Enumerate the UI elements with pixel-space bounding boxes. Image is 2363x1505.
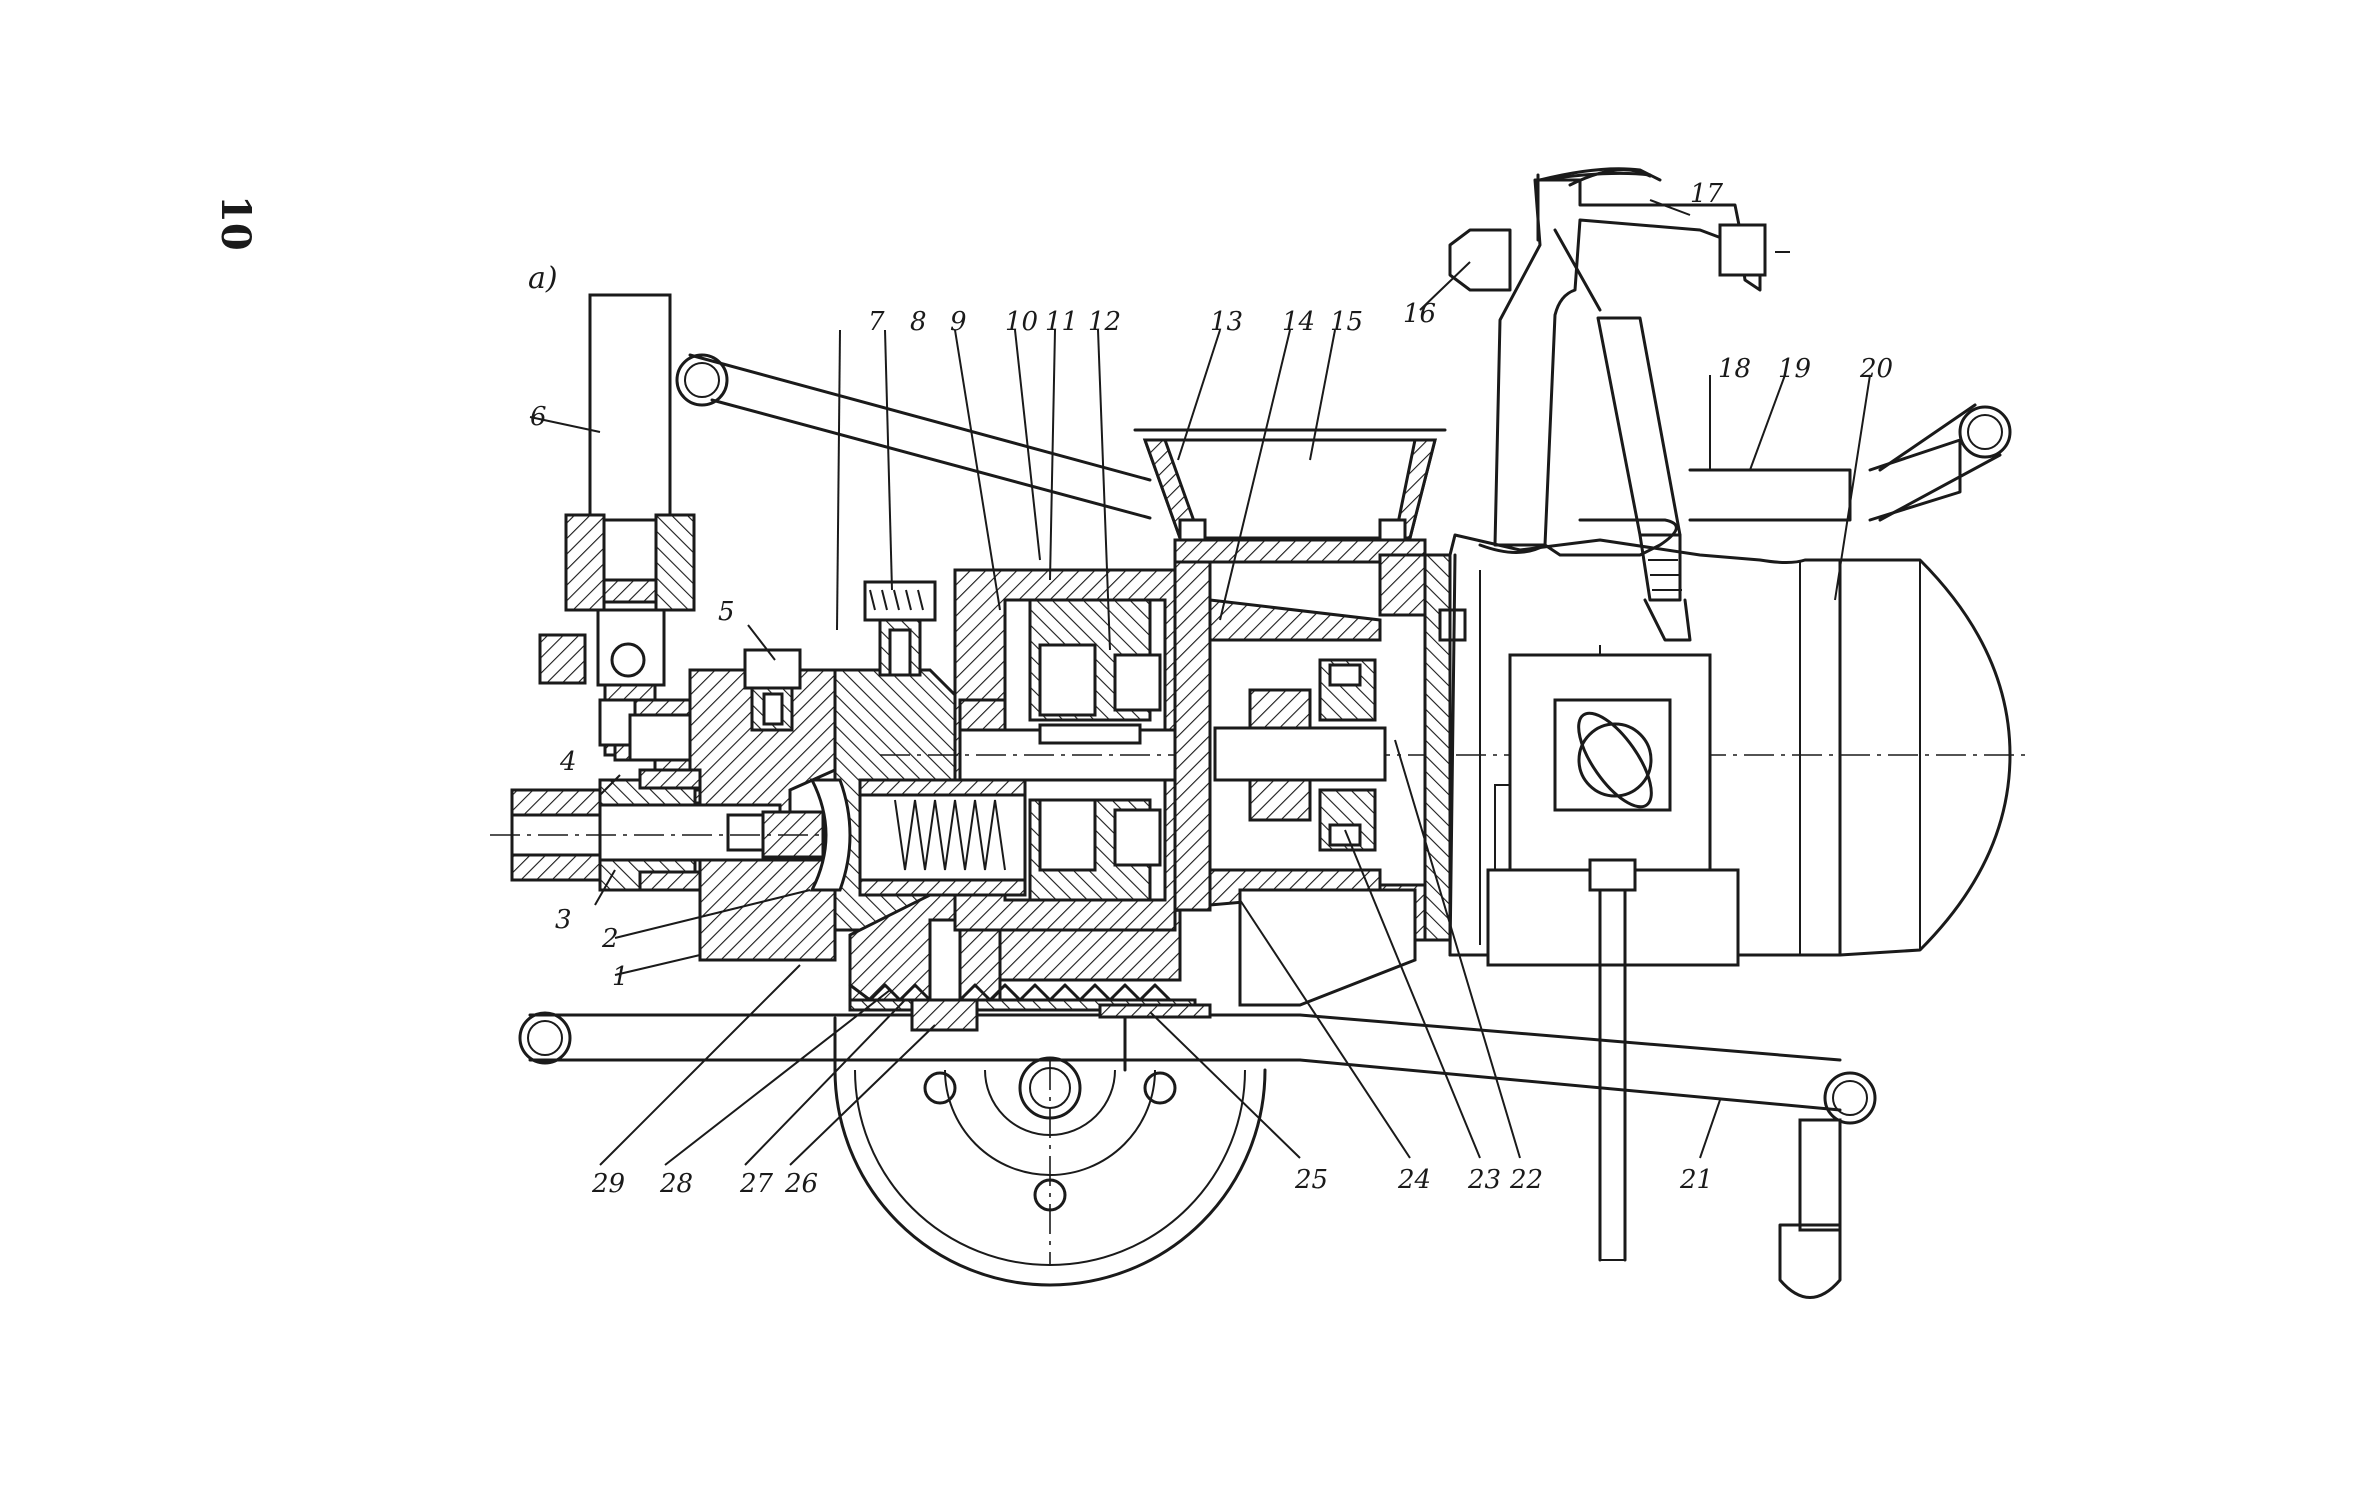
callout-1: 1 (612, 962, 629, 992)
callout-15: 15 (1330, 307, 1363, 337)
callout-23: 23 (1467, 1165, 1501, 1195)
pump-housing (698, 568, 2030, 1032)
callout-11: 11 (1045, 307, 1078, 337)
callout-19: 19 (1778, 354, 1811, 384)
callout-6: 6 (530, 402, 547, 432)
page-number: 10 (212, 195, 259, 251)
outlet-hose (490, 768, 900, 892)
callout-18: 18 (1718, 354, 1751, 384)
callout-27: 27 (739, 1169, 774, 1199)
callout-5: 5 (718, 597, 735, 627)
electric-motor (1448, 533, 2012, 1262)
frame-tube (518, 1011, 1877, 1299)
suction-pipe (538, 293, 696, 757)
callout-20: 20 (1859, 354, 1893, 384)
callout-29: 29 (591, 1169, 625, 1199)
callout-26: 26 (784, 1169, 818, 1199)
callout-8: 8 (910, 307, 927, 337)
callout-12: 12 (1088, 307, 1121, 337)
callout-17: 17 (1690, 179, 1724, 209)
callout-25: 25 (1294, 1165, 1328, 1195)
leader-lines (529, 199, 1871, 1166)
callout-13: 13 (1210, 307, 1243, 337)
callout-28: 28 (659, 1169, 693, 1199)
callout-labels: 1 2 3 4 5 6 7 8 9 10 11 12 13 14 15 16 1… (530, 179, 1893, 1199)
callout-10: 10 (1005, 307, 1038, 337)
callout-24: 24 (1397, 1165, 1431, 1195)
callout-14: 14 (1282, 307, 1315, 337)
callout-7: 7 (868, 307, 885, 337)
callout-2: 2 (601, 924, 619, 954)
spray-gun (1448, 167, 2012, 642)
callout-4: 4 (559, 747, 577, 777)
callout-9: 9 (950, 307, 967, 337)
figure-label: а) (528, 261, 558, 296)
wheel (833, 1016, 1267, 1287)
callout-16: 16 (1403, 299, 1436, 329)
coupling-housing (1098, 428, 1467, 1019)
carry-handle (675, 353, 1152, 520)
callout-21: 21 (1679, 1165, 1713, 1195)
callout-3: 3 (555, 905, 572, 935)
callout-22: 22 (1509, 1165, 1543, 1195)
